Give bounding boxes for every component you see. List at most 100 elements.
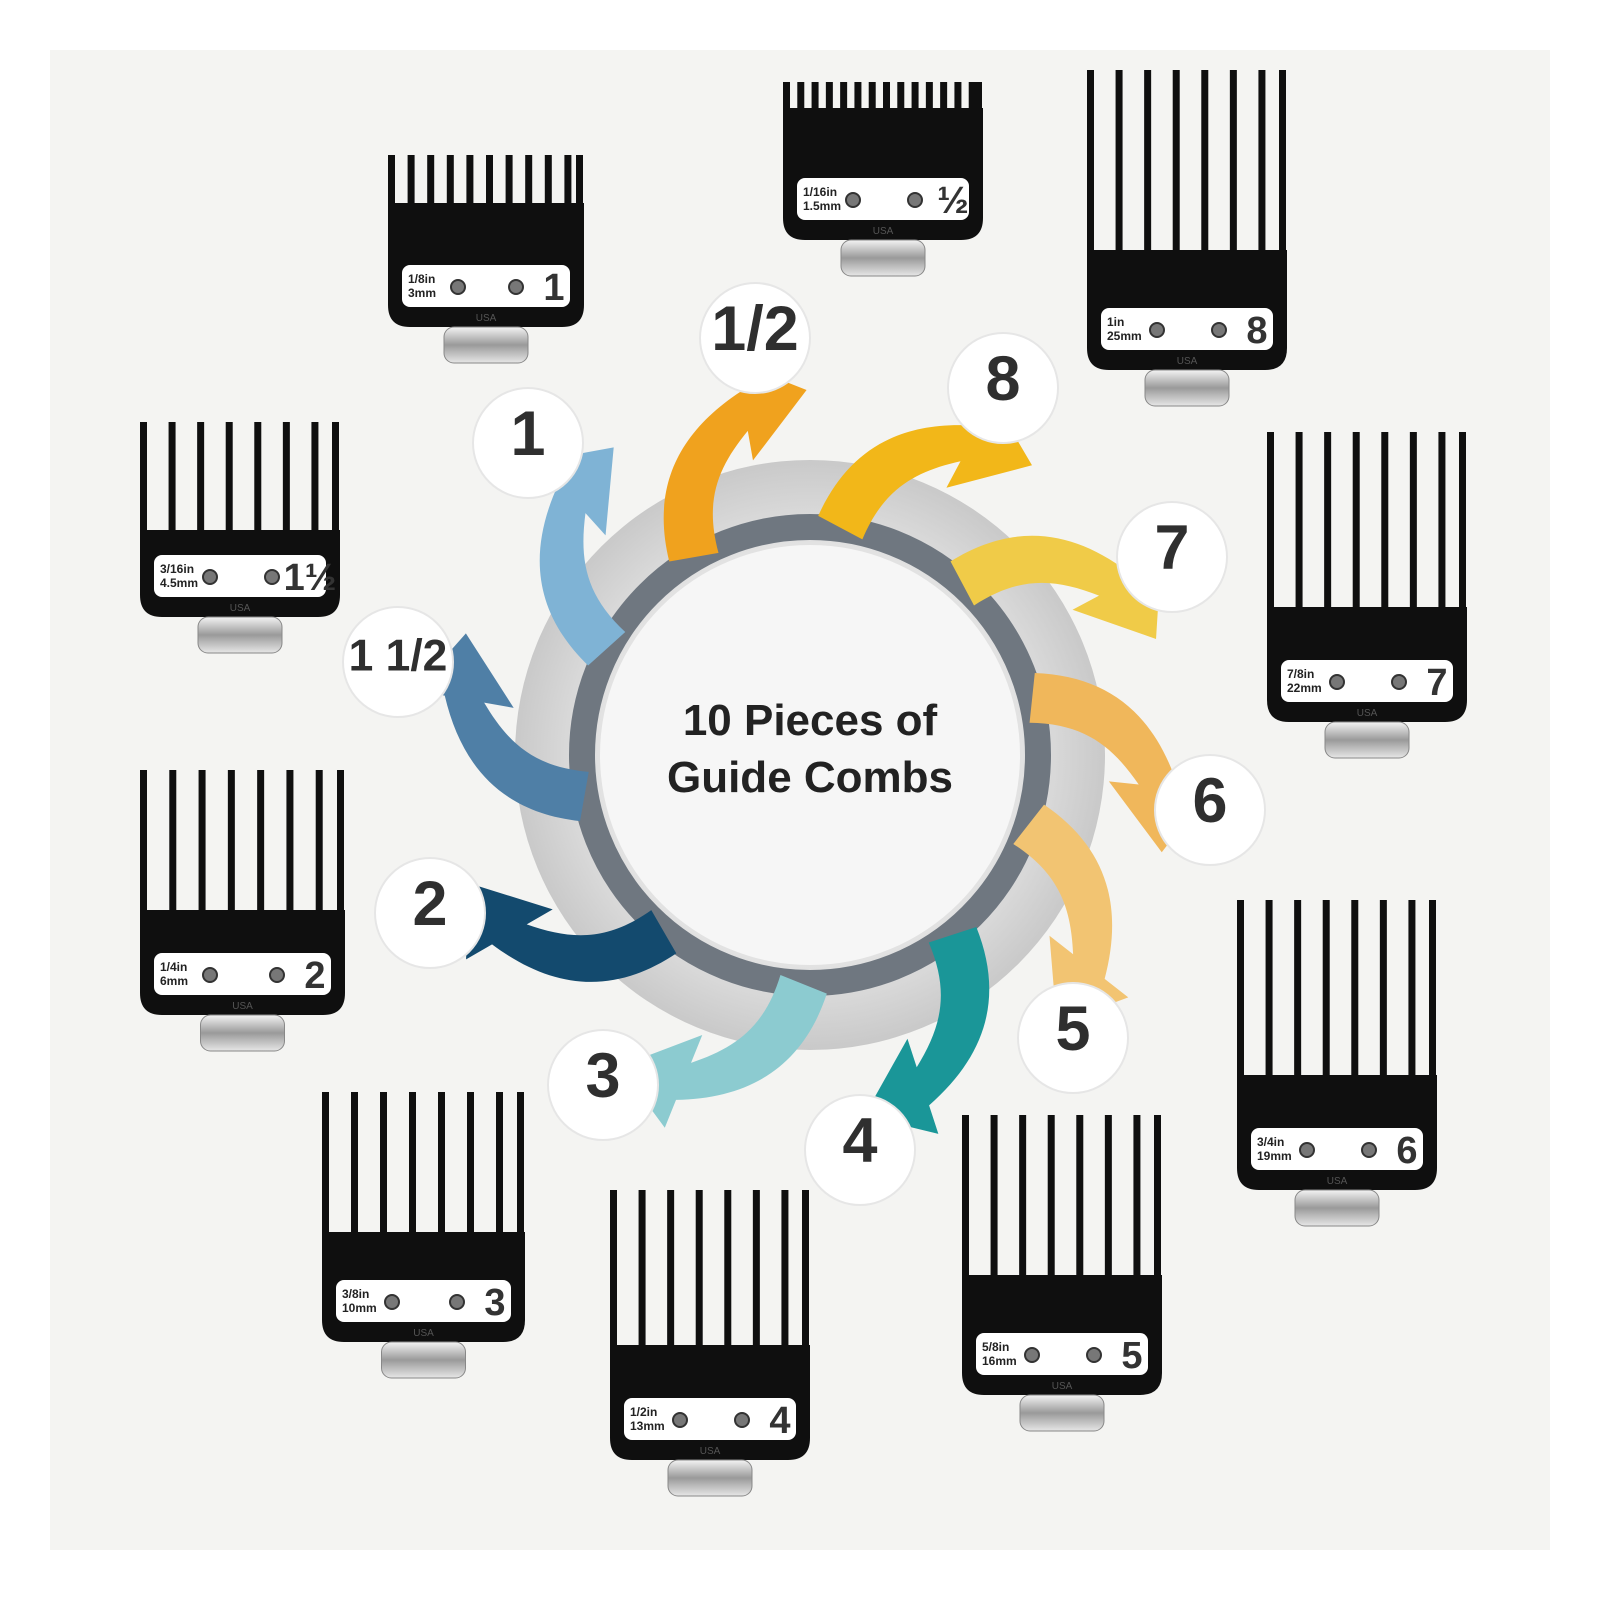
comb-tooth [1087,70,1094,256]
comb-metal-clip [200,1014,285,1052]
comb-metal-clip [1019,1394,1105,1432]
comb-tooth [446,155,454,209]
arrow-3 [950,535,1161,639]
comb-screw-icon [1299,1142,1315,1158]
comb-tooth [257,770,265,916]
arrow-7 [619,974,827,1128]
comb-tooth [724,1190,732,1351]
size-bubble: 1/2 [699,282,811,394]
bubble-label: 2 [413,869,448,939]
comb-screw-icon [734,1412,750,1428]
comb-number: 7 [1426,662,1447,704]
comb-label-plate [402,265,570,307]
comb-inch-label: 1/4in [160,960,187,974]
comb-tooth [868,82,876,114]
comb-screw-icon [384,1294,400,1310]
comb-tooth [227,770,235,916]
comb-tooth [1322,900,1330,1081]
comb-screw-icon [1024,1347,1040,1363]
comb-tooth [1258,70,1266,256]
comb-tooth [825,82,833,114]
comb-tooth [169,770,177,916]
comb-mm-label: 6mm [160,974,188,988]
comb-tooth [254,422,262,536]
bubble-circle [547,1029,659,1141]
comb-label-plate [154,555,326,597]
comb-tooth [1381,432,1389,613]
bubble-circle [342,606,454,718]
comb-screw-icon [1329,674,1345,690]
comb-inch-label: 5/8in [982,1340,1009,1354]
comb-tooth [911,82,919,114]
comb-tooth [1324,432,1332,613]
size-bubble: 6 [1154,754,1266,866]
comb-tooth [610,1190,617,1351]
usa-mark: USA [476,313,497,324]
hub-inner-disc [600,545,1020,965]
comb-mm-label: 4.5mm [160,576,198,590]
comb-tooth [1019,1115,1027,1281]
comb-inch-label: 7/8in [1287,667,1314,681]
bubble-label: 7 [1155,513,1190,583]
arrow-shape [466,883,677,982]
comb-tooth [1076,1115,1084,1281]
bubble-circle [1154,754,1266,866]
comb-metal-clip [667,1459,753,1497]
size-bubble: 1 1/2 [342,606,454,718]
comb-tooth [1267,432,1274,613]
comb-tooth [1265,900,1273,1081]
comb-screw-icon [1391,674,1407,690]
comb-screw-icon [450,279,466,295]
comb-label-plate [1251,1128,1423,1170]
arrow-6 [864,927,990,1134]
comb-inch-label: 1in [1107,315,1124,329]
comb-tooth [409,1092,416,1238]
comb-mm-label: 1.5mm [803,199,841,213]
arrow-shape [619,974,827,1128]
usa-mark: USA [232,1001,253,1012]
arrow-8 [466,883,677,982]
comb-tooth [1429,900,1436,1081]
comb-tooth [564,155,572,209]
comb-label-plate [1281,660,1453,702]
comb-tooth [897,82,905,114]
comb-tooth [1144,70,1152,256]
comb-number: 1 [543,267,564,309]
comb-tooth [1172,70,1180,256]
comb-number: ½ [937,180,969,222]
comb-screw-icon [449,1294,465,1310]
comb-number: 4 [769,1400,790,1442]
comb-tooth [975,82,982,114]
usa-mark: USA [1052,1381,1073,1392]
comb-tooth [198,770,206,916]
arrow-shape [864,927,990,1134]
comb-screw-icon [845,192,861,208]
comb-tooth [140,770,147,916]
comb-tooth [168,422,176,536]
size-bubble: 3 [547,1029,659,1141]
comb-tooth [544,155,552,209]
bubble-circle [472,387,584,499]
comb-screw-icon [202,967,218,983]
bubble-label: 3 [586,1041,621,1111]
usa-mark: USA [1357,708,1378,719]
comb-tooth [1133,1115,1141,1281]
bubble-label: 1 1/2 [349,632,448,681]
comb-tooth [1409,432,1417,613]
comb-screw-icon [1211,322,1227,338]
comb-tooth [925,82,933,114]
comb-mm-label: 19mm [1257,1149,1292,1163]
comb-label-plate [336,1280,511,1322]
comb-label-plate [624,1398,796,1440]
comb-tooth [315,770,323,916]
comb-tooth [1115,70,1123,256]
bubble-label: 5 [1056,994,1091,1064]
comb-tooth [311,422,319,536]
comb-metal-clip [197,616,283,654]
